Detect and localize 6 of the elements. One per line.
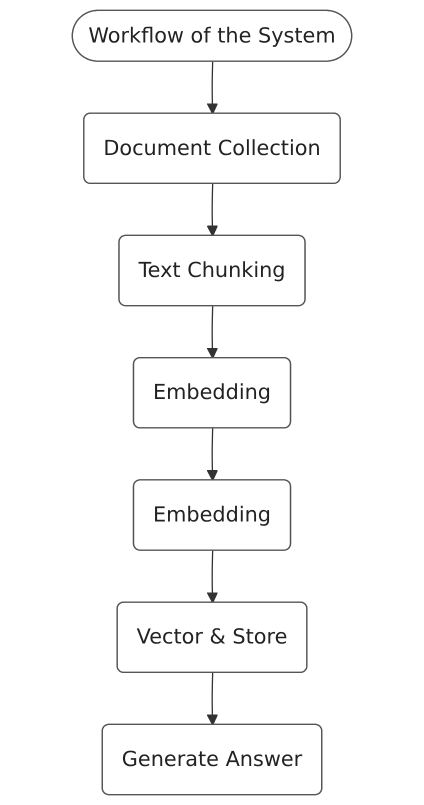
arrow [206,672,218,726]
arrow [206,306,218,359]
arrow [206,428,218,482]
arrow [206,184,218,237]
arrow [206,550,218,604]
arrow [206,62,218,114]
